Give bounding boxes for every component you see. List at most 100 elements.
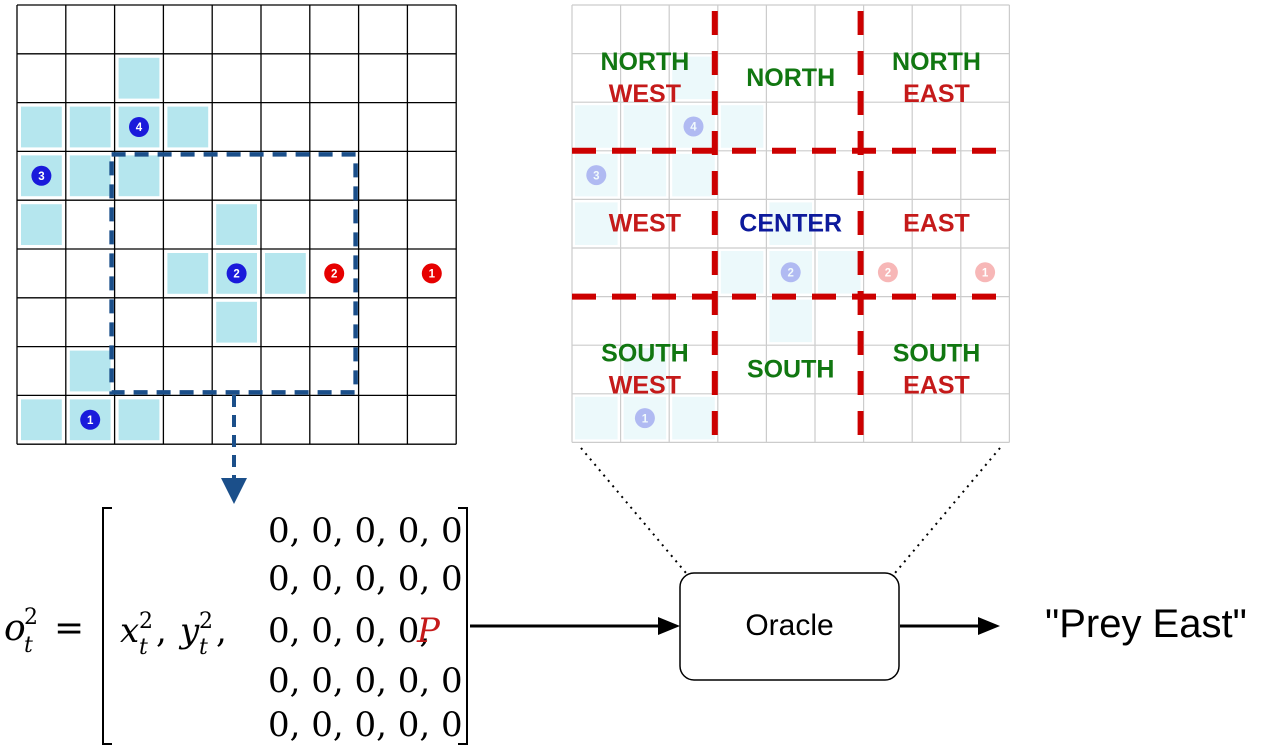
svg-text:3: 3 <box>38 171 44 183</box>
region-label-south-east-line2: EAST <box>903 372 970 400</box>
faded-cell <box>720 251 764 294</box>
shaded-cell <box>216 301 257 343</box>
predator-1: 1 <box>80 409 101 430</box>
faded-cell <box>769 202 812 245</box>
faded-cell <box>623 348 667 391</box>
svg-text:1: 1 <box>982 268 989 280</box>
faded-cell <box>769 299 812 343</box>
oracle-box: Oracle <box>679 572 900 681</box>
region-label-south: SOUTH <box>747 356 835 384</box>
matrix-row-3: 0, 0, 0, 0, <box>268 611 430 651</box>
faded-cell <box>720 105 764 148</box>
svg-text:4: 4 <box>136 122 143 134</box>
faded-cell <box>623 105 667 148</box>
shaded-cell <box>69 350 111 392</box>
shaded-cell <box>118 155 160 197</box>
matrix-row-2: 0, 0, 0, 0, 0 <box>268 559 463 599</box>
faded-cell <box>575 105 618 148</box>
faded-cell <box>575 153 618 197</box>
arrow-to-oracle <box>470 617 680 635</box>
svg-text:2: 2 <box>331 269 337 281</box>
svg-text:2: 2 <box>233 269 239 281</box>
obs-x-sub: t <box>139 635 148 660</box>
faded-cell <box>769 251 812 294</box>
obs-y: y <box>178 611 200 651</box>
faded-cell <box>672 153 715 197</box>
faded-cell <box>672 56 715 100</box>
oracle-output: "Prey East" <box>1045 602 1247 646</box>
faded-predator-1: 1 <box>634 408 655 429</box>
matrix-row-4: 0, 0, 0, 0, 0 <box>268 661 463 701</box>
shaded-cell <box>216 204 257 245</box>
svg-text:1: 1 <box>87 415 94 427</box>
region-label-south-west-line1: SOUTH <box>601 340 689 368</box>
region-label-east: EAST <box>903 210 970 238</box>
obs-x-sup: 2 <box>139 609 153 634</box>
shaded-cell <box>265 253 306 294</box>
prey-1: 1 <box>421 263 442 284</box>
faded-cell <box>818 251 861 294</box>
shaded-cell <box>21 204 62 245</box>
obs-lhs-sup: 2 <box>24 605 38 630</box>
matrix-right-bracket <box>458 507 468 745</box>
zoom-line-right <box>894 447 1001 574</box>
svg-text:1: 1 <box>642 413 649 425</box>
faded-cell <box>672 396 715 440</box>
shaded-cell <box>69 106 111 148</box>
faded-cell <box>672 105 715 148</box>
shaded-cell <box>167 106 209 148</box>
region-label-north-west-line2: WEST <box>609 80 681 108</box>
shaded-cell <box>167 253 209 294</box>
predator-4: 4 <box>129 117 149 137</box>
obs-x: x <box>120 611 139 651</box>
matrix-row-5: 0, 0, 0, 0, 0 <box>268 705 463 745</box>
obs-lhs-sub: t <box>24 633 33 658</box>
region-label-north: NORTH <box>746 64 835 92</box>
faded-predator-3: 3 <box>586 165 607 186</box>
svg-text:3: 3 <box>593 170 599 182</box>
predator-3: 3 <box>31 165 52 186</box>
faded-cell <box>575 202 618 245</box>
arrow-to-output <box>900 617 1000 635</box>
faded-prey-2: 2 <box>877 262 898 283</box>
predator-2: 2 <box>226 263 247 284</box>
region-label-north-east-line1: NORTH <box>892 48 981 76</box>
svg-text:2: 2 <box>885 268 891 280</box>
environment-grid: 1 2 3 4 2 1 <box>16 4 457 445</box>
faded-prey-1: 1 <box>975 262 996 283</box>
faded-cell <box>623 153 667 197</box>
faded-cell <box>575 396 618 440</box>
prey-2: 2 <box>324 263 345 284</box>
zoom-line-left <box>580 447 687 574</box>
faded-cell <box>623 396 667 440</box>
shaded-cell <box>118 57 160 99</box>
prey-symbol: P <box>416 611 441 651</box>
region-label-west: WEST <box>609 210 681 238</box>
shaded-cell <box>118 399 160 441</box>
obs-y-sup: 2 <box>199 609 213 634</box>
obs-equals: = <box>54 608 84 649</box>
oracle-label: Oracle <box>745 609 833 642</box>
region-label-north-west-line1: NORTH <box>600 48 689 76</box>
region-label-north-east-line2: EAST <box>903 80 970 108</box>
shaded-cell <box>21 106 62 148</box>
observation-formula: o 2 t = x 2 t , y 2 t , 0, 0, 0, 0, 0 0,… <box>4 507 468 745</box>
faded-predator-2: 2 <box>780 262 801 283</box>
obs-lhs: o <box>4 608 26 649</box>
faded-predator-4: 4 <box>683 116 704 137</box>
shaded-cell <box>69 155 111 197</box>
region-label-south-east-line1: SOUTH <box>893 340 981 368</box>
matrix-row-1: 0, 0, 0, 0, 0 <box>268 511 463 551</box>
region-label-south-west-line2: WEST <box>609 372 681 400</box>
shaded-cell <box>21 399 62 441</box>
obs-sep-1: , <box>156 611 167 651</box>
obs-sep-2: , <box>216 611 227 651</box>
matrix-left-bracket <box>102 507 112 745</box>
observation-arrow <box>221 395 247 504</box>
svg-text:1: 1 <box>429 269 436 281</box>
svg-text:2: 2 <box>787 268 793 280</box>
observation-window <box>109 152 358 395</box>
obs-y-sub: t <box>199 635 208 660</box>
